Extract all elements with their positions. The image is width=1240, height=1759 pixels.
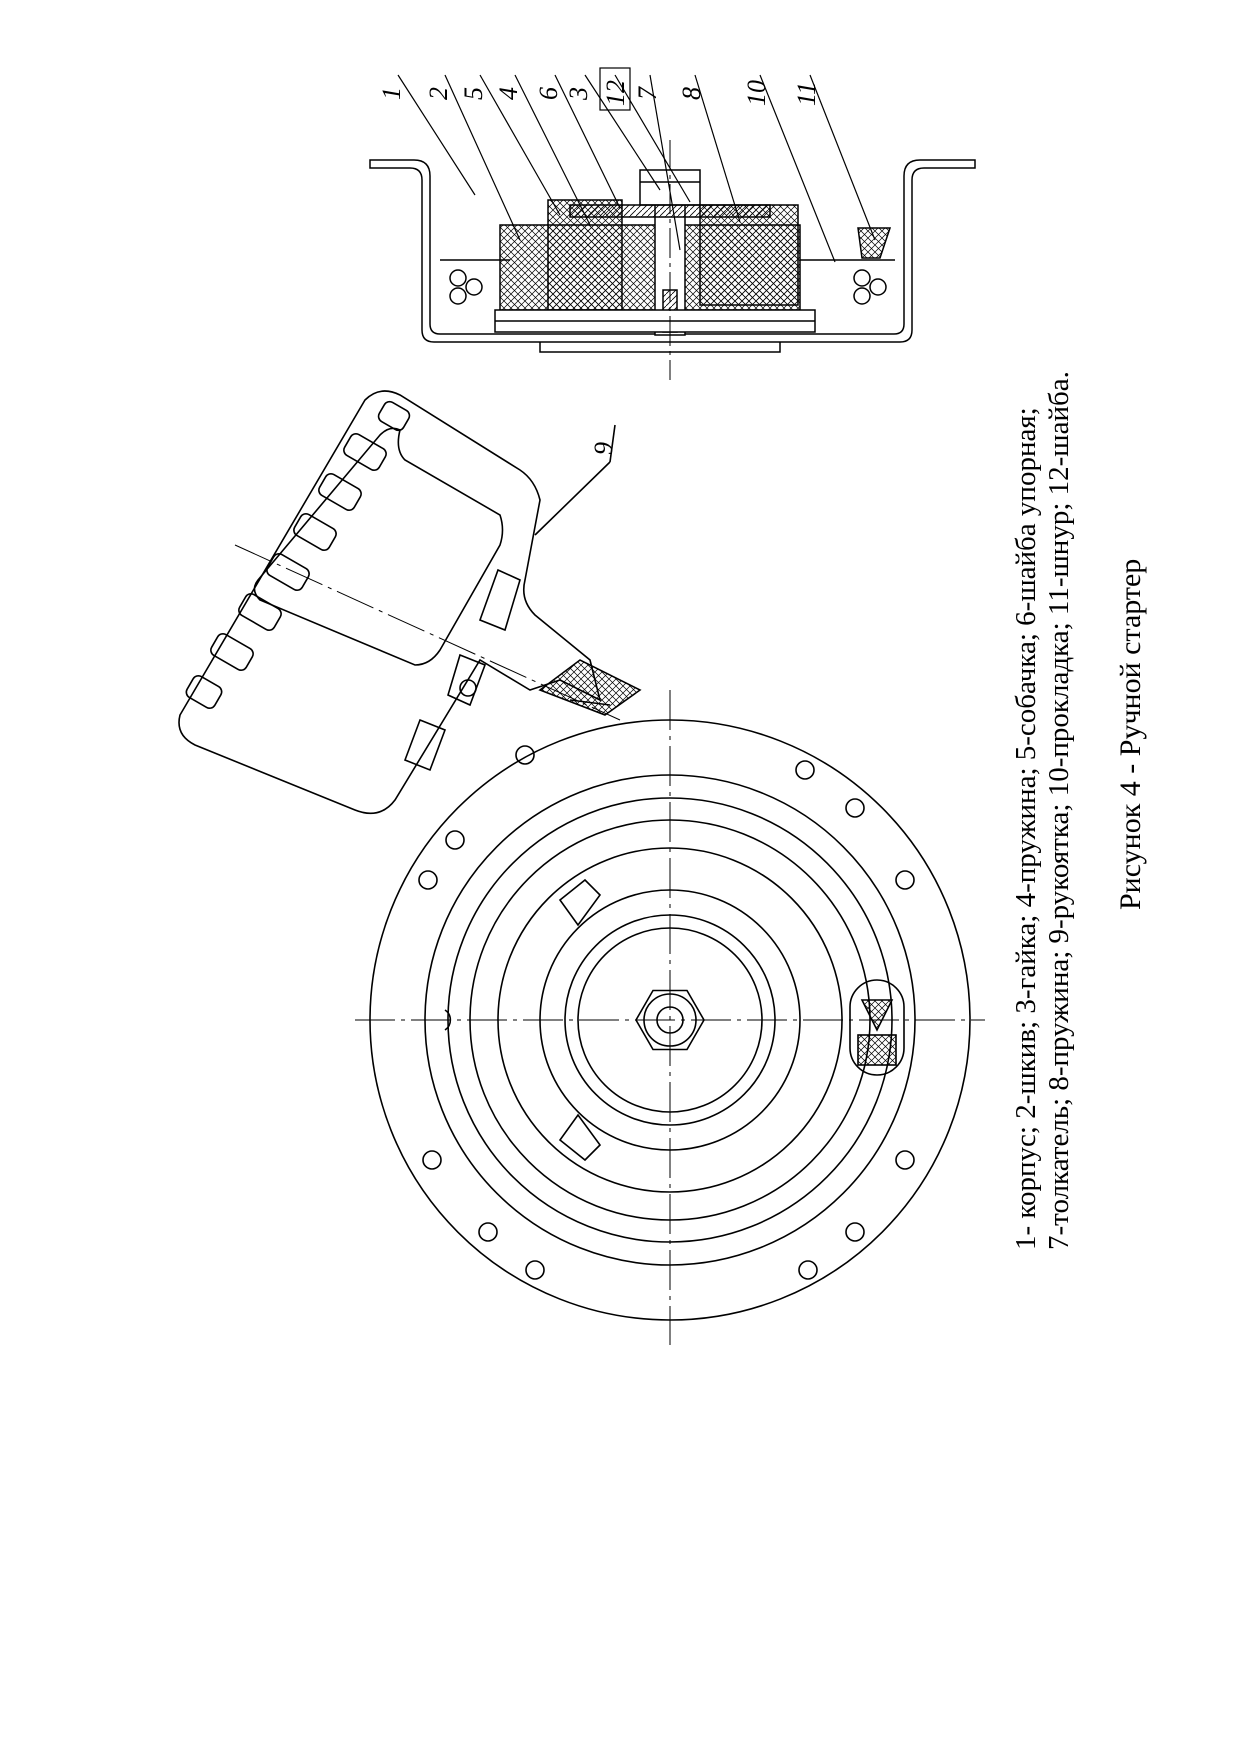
callout-2: 2 [424, 87, 453, 100]
grip-cell [343, 433, 387, 471]
cord-knot-section [857, 227, 892, 259]
cord-coil [465, 278, 483, 296]
cord-knot [860, 999, 894, 1032]
mounting-hole [525, 1260, 545, 1280]
mounting-hole [422, 1150, 442, 1170]
leader-line-5 [479, 74, 561, 216]
cord-slot-hatch [857, 1034, 897, 1066]
handle-grip-cells [185, 400, 411, 709]
callout-11: 11 [792, 82, 821, 106]
mounting-hole [845, 1222, 865, 1242]
callout-8: 8 [677, 87, 706, 100]
pawl-left [558, 878, 602, 927]
figure-caption: Рисунок 4 - Ручной стартер [1114, 559, 1147, 910]
leader-line-9 [534, 461, 611, 536]
handle-axis-line [234, 544, 621, 721]
leader-line-6 [554, 74, 621, 209]
mounting-hole [795, 760, 815, 780]
section-leaders [397, 74, 876, 263]
grip-cell [266, 553, 310, 591]
shank-opening [478, 568, 521, 632]
grip-cell [293, 513, 337, 551]
mounting-hole [845, 798, 865, 818]
leader-line-8 [694, 74, 741, 223]
handle-9 [178, 390, 616, 815]
callout-3: 3 [564, 87, 593, 101]
callout-5: 5 [459, 87, 488, 100]
leader-shelf-9 [609, 424, 616, 463]
leader-line-7 [649, 74, 681, 251]
cord-coil [869, 278, 887, 296]
mounting-hole [895, 870, 915, 890]
handle-outer-contour [178, 390, 602, 815]
base-plate [539, 342, 781, 353]
front-center-lines [234, 544, 985, 1345]
section-callouts: 1 2 5 4 6 3 12 7 8 10 11 [377, 80, 821, 106]
leader-line-3 [584, 74, 661, 191]
grip-cell [210, 633, 254, 671]
callout-9: 9 [589, 442, 618, 455]
mounting-hole [418, 870, 438, 890]
shank-opening [447, 653, 487, 707]
handle-inner-contour [253, 427, 504, 666]
leader-line-12 [614, 74, 691, 203]
callout-1: 1 [377, 87, 406, 100]
mounting-holes [418, 745, 915, 1280]
callout-7: 7 [633, 86, 662, 100]
grip-cell [377, 400, 411, 432]
legend-line-1: 1- корпус; 2-шкив; 3-гайка; 4-пружина; 5… [1010, 407, 1042, 1250]
spring-block [699, 204, 799, 306]
handle-rivet [459, 679, 477, 697]
cord-coil [449, 269, 467, 287]
callout-4: 4 [494, 87, 523, 100]
cord-coil [449, 287, 467, 305]
mounting-hole [478, 1222, 498, 1242]
callout-6: 6 [534, 87, 563, 100]
section-view [369, 159, 976, 353]
cord-slot [849, 979, 905, 1076]
mounting-hole [895, 1150, 915, 1170]
hub-block [547, 199, 623, 311]
legend-line-2: 7-толкатель; 8-пружина; 9-рукоятка; 10-п… [1043, 371, 1075, 1250]
grip-cell [238, 593, 282, 631]
leader-line-2 [444, 74, 521, 241]
housing-shell [369, 159, 976, 343]
leader-line-10 [759, 74, 836, 263]
grip-cell [185, 675, 223, 709]
mounting-hole [798, 1260, 818, 1280]
leader-line-1 [397, 74, 476, 196]
mounting-hole [515, 745, 535, 765]
leader-line-4 [514, 74, 591, 226]
cord-guide [538, 659, 642, 716]
callout-10: 10 [742, 80, 771, 106]
shank-opening [403, 718, 447, 772]
mounting-hole [445, 830, 465, 850]
leader-line-11 [809, 74, 876, 241]
cord-coil [853, 269, 871, 287]
grip-cell [318, 473, 362, 511]
callout-12: 12 [601, 80, 630, 106]
pawl-right [558, 1113, 602, 1162]
callout-12-box [599, 67, 631, 111]
cord-coil [853, 287, 871, 305]
